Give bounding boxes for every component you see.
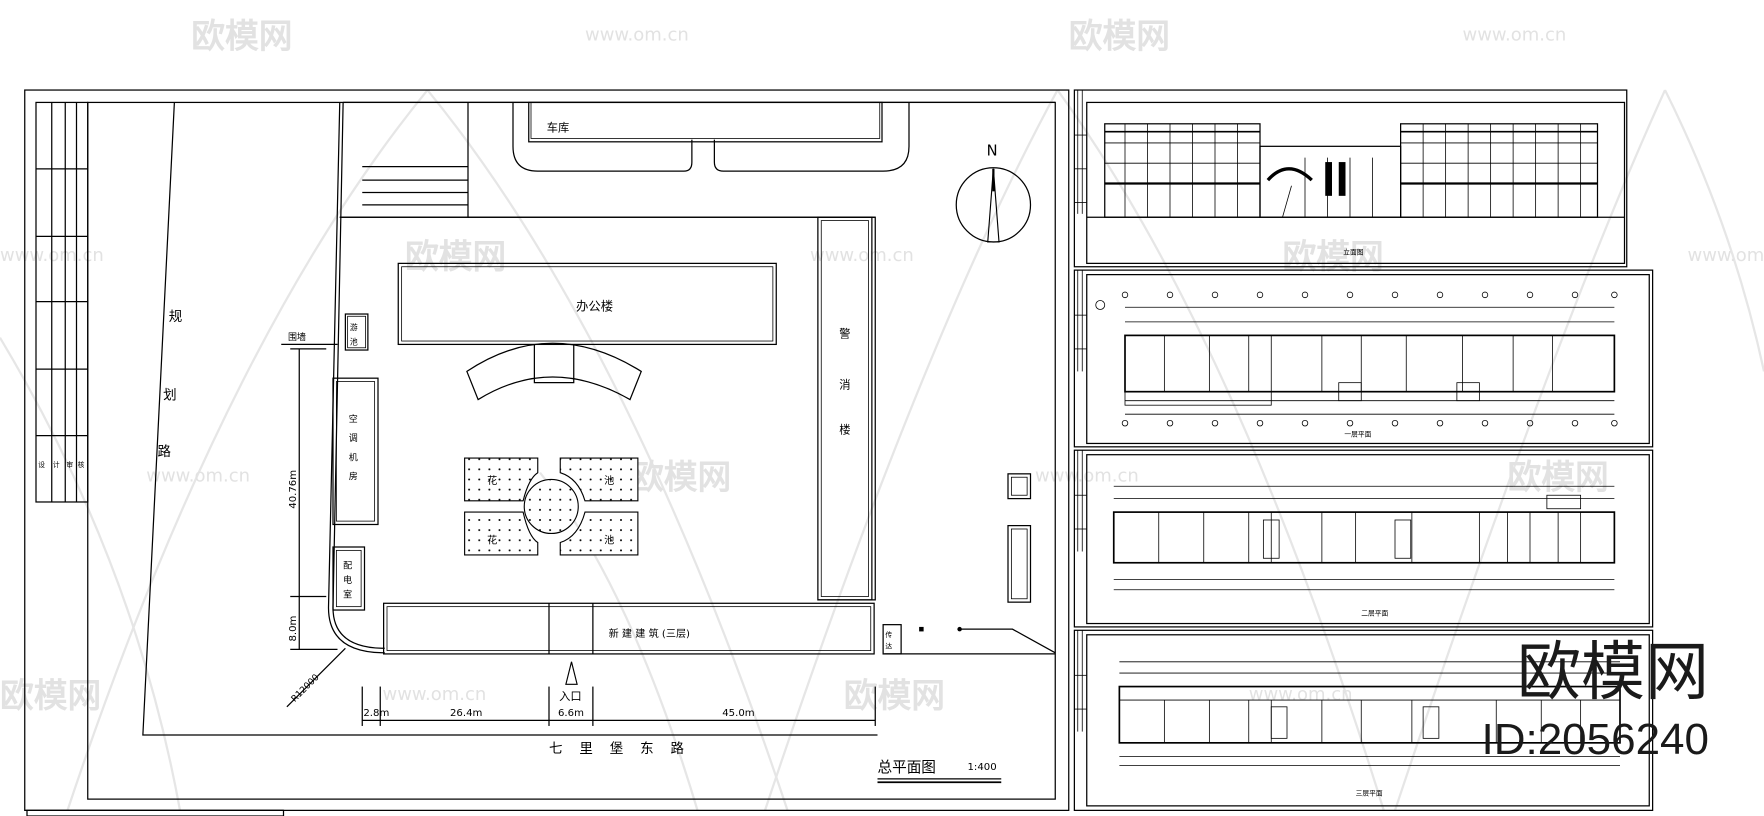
pool-label: 池 xyxy=(350,336,358,346)
office-entrance-canopy xyxy=(466,342,643,401)
bottom-road-label: 七 里 堡 东 路 xyxy=(549,741,684,757)
power-room-label: 电 xyxy=(343,574,352,586)
drawing-scale: 1:400 xyxy=(968,762,997,773)
svg-text:规: 规 xyxy=(169,309,182,325)
guard-label: 达 xyxy=(885,641,892,650)
ac-room-label: 空 xyxy=(349,413,358,425)
power-room-label: 配 xyxy=(343,560,352,571)
watermark-brand: 欧模网 xyxy=(0,676,101,715)
entrance-label: 入口 xyxy=(559,690,582,703)
sheet-title: 立面图 xyxy=(1343,247,1363,256)
site-wall-curved xyxy=(327,102,385,654)
office-building-label: 办公楼 xyxy=(576,299,613,314)
garage-label: 车库 xyxy=(547,121,570,135)
dimension-label: 6.6m xyxy=(558,708,584,719)
title-block-cell: 核 xyxy=(78,460,85,469)
floor-plan-2-sheet: 二层平面 xyxy=(1073,449,1654,628)
sheet-title: 二层平面 xyxy=(1361,610,1388,618)
dimension-label: 26.4m xyxy=(450,708,482,719)
planned-road-label: 规 划 路 xyxy=(158,309,183,460)
dimension-label: 2.8m xyxy=(363,708,389,719)
ac-room-label: 机 xyxy=(349,451,358,463)
ac-room-label: 调 xyxy=(349,433,358,444)
svg-text:堡: 堡 xyxy=(610,741,623,757)
title-block-left: 设 计 审 核 xyxy=(35,101,89,503)
floor-plan: 三层平面 xyxy=(1118,661,1621,798)
fire-stair-label: 消 xyxy=(839,377,850,391)
north-label: N xyxy=(987,142,998,159)
svg-text:七: 七 xyxy=(549,741,562,757)
sheet-outer-border xyxy=(24,89,1070,811)
garage xyxy=(528,101,883,143)
watermark-url: www.om.cn xyxy=(1688,245,1764,266)
radius-label: R12000 xyxy=(290,673,322,705)
elevation-sheet: 立面图 xyxy=(1073,89,1628,268)
watermark-brand: 欧模网 xyxy=(630,457,731,496)
svg-text:里: 里 xyxy=(579,741,592,757)
gate-post xyxy=(919,626,924,632)
pool-label: 游 xyxy=(350,322,358,332)
floor-plan-1-sheet: 一层平面 xyxy=(1073,269,1654,448)
flower-garden: 花 池 花 池 xyxy=(464,457,639,556)
watermark-brand: 欧模网 xyxy=(191,16,292,55)
title-block-cell: 设 xyxy=(38,460,45,469)
watermark-brand: 欧模网 xyxy=(844,676,945,715)
power-distribution-room xyxy=(332,546,366,611)
small-structure xyxy=(1007,524,1032,603)
flower-bed-label: 池 xyxy=(604,534,614,547)
sheet-title: 一层平面 xyxy=(1344,431,1371,439)
svg-text:路: 路 xyxy=(158,444,172,460)
dimension-vertical: 8.0m xyxy=(288,616,299,642)
ac-machine-room xyxy=(332,377,379,526)
watermark-url: www.om.cn xyxy=(1463,25,1567,46)
flower-bed-label: 花 xyxy=(487,534,497,547)
title-block-cell: 计 xyxy=(53,460,60,469)
id-watermark: 欧模网 xyxy=(1517,636,1709,708)
floor-plan: 二层平面 xyxy=(1112,485,1616,618)
power-room-label: 室 xyxy=(343,589,352,601)
dimension-line: 2.8m 26.4m 6.6m 45.0m xyxy=(361,686,876,726)
axis-bubbles xyxy=(1121,291,1618,427)
watermark-brand: 欧模网 xyxy=(1283,237,1384,276)
title-block-cell: 审 xyxy=(66,460,73,469)
floor-plan-3-sheet: 三层平面 xyxy=(1073,629,1654,811)
fire-stair-building xyxy=(817,216,873,601)
watermark-url: www.om.cn xyxy=(146,466,250,487)
site-boundary-left xyxy=(142,102,878,736)
watermark-brand: 欧模网 xyxy=(1069,16,1170,55)
drawing-title: 总平面图 xyxy=(878,759,936,776)
floor-plan: 一层平面 xyxy=(1095,300,1616,439)
dimension-label: 45.0m xyxy=(722,708,754,719)
svg-text:东: 东 xyxy=(640,741,653,757)
guard-label: 传 xyxy=(885,630,892,639)
pool xyxy=(344,313,369,351)
fire-stair-label: 警 xyxy=(839,327,850,341)
watermark-url: www.om.cn xyxy=(383,684,487,705)
watermark-brand: 欧模网 xyxy=(405,237,506,276)
building-elevation xyxy=(1104,123,1599,218)
parking-stripes xyxy=(362,165,468,206)
flower-bed-label: 花 xyxy=(487,474,497,487)
north-arrow-icon: N xyxy=(955,142,1032,243)
dimension-vertical: 40.76m xyxy=(288,470,299,509)
watermark-url: www.om.cn xyxy=(810,245,914,266)
site-plan-sheet: 设 计 审 核 规 划 路 车库 办公楼 xyxy=(24,89,1070,816)
id-number: ID:2056240 xyxy=(1481,715,1709,764)
fire-stair-label: 楼 xyxy=(839,422,850,436)
svg-text:路: 路 xyxy=(671,741,685,757)
watermark-brand: 欧模网 xyxy=(1508,457,1609,496)
small-structure xyxy=(1007,473,1032,500)
flower-bed-label: 池 xyxy=(604,474,614,487)
new-building-label: 新 建 建 筑 (三层) xyxy=(609,627,690,640)
new-building xyxy=(383,602,875,655)
office-building xyxy=(397,262,777,346)
sheet-title: 三层平面 xyxy=(1356,790,1383,798)
watermark-url: www.om.cn xyxy=(585,25,689,46)
svg-text:划: 划 xyxy=(163,388,176,404)
gate-line xyxy=(959,628,1056,654)
wall-label: 围墙 xyxy=(288,331,306,343)
ac-room-label: 房 xyxy=(349,470,358,482)
